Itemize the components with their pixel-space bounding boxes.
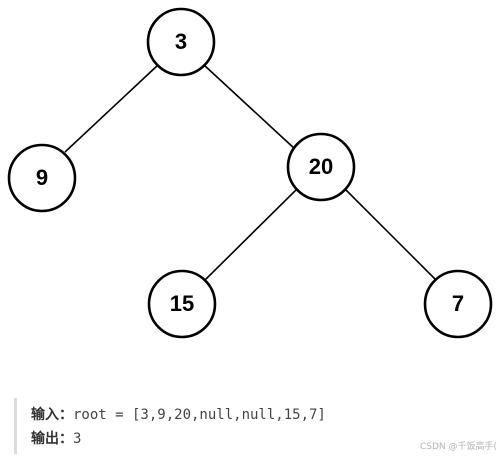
tree-nodes: 3 9 20 15 7 [7,7,493,339]
node-circle-root [146,7,216,77]
tree-edges [64,64,437,281]
input-value: root = [3,9,20,null,null,15,7] [73,407,326,423]
node-label-right: 20 [309,154,333,179]
output-line: 输出：3 [31,428,81,449]
input-label: 输入： [31,407,73,423]
node-circle-left [7,143,77,213]
edge-right-to-right-right [345,189,437,281]
csdn-watermark: CSDN @千饭高手( [420,442,498,452]
tree-node-right: 20 [286,132,356,202]
node-label-right-right: 7 [452,291,464,316]
input-line: 输入：root = [3,9,20,null,null,15,7] [31,404,326,425]
node-label-root: 3 [175,29,187,54]
node-circle-right-right [423,269,493,339]
node-label-right-left: 15 [170,291,194,316]
tree-node-root: 3 [146,7,216,77]
edge-root-left [64,64,159,153]
edge-right-to-right-left [204,189,297,281]
node-circle-right [286,132,356,202]
tree-node-left: 9 [7,143,77,213]
output-label: 输出： [31,431,73,447]
tree-node-right-right: 7 [423,269,493,339]
node-label-left: 9 [36,165,48,190]
edge-root-right [203,64,297,151]
node-circle-right-left [147,269,217,339]
example-code-block: 输入：root = [3,9,20,null,null,15,7] 输出：3 [14,398,489,454]
output-value: 3 [73,431,82,447]
tree-node-right-left: 15 [147,269,217,339]
binary-tree-diagram: 3 9 20 15 7 [7,7,493,339]
